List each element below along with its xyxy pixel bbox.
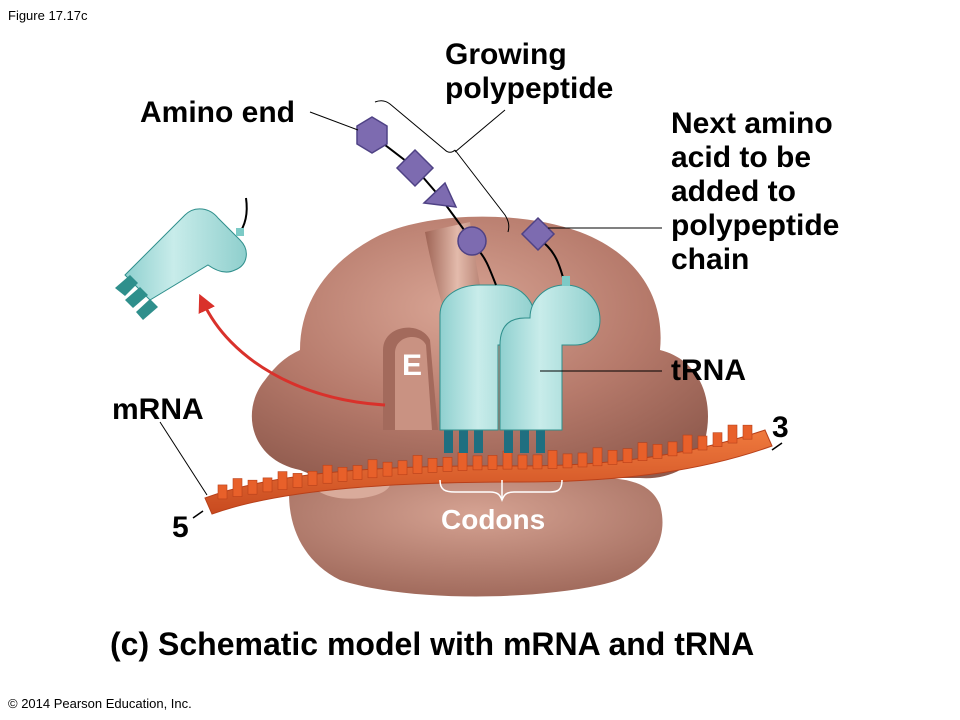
mrna-base	[682, 434, 693, 454]
mrna-base	[247, 479, 258, 495]
trna-a-site	[499, 239, 601, 453]
mrna-base	[457, 452, 468, 471]
mrna-base	[382, 461, 393, 477]
copyright-notice: © 2014 Pearson Education, Inc.	[8, 696, 192, 711]
trna-a-acceptor	[562, 276, 570, 286]
label-next-amino-acid: Next amino acid to be added to polypepti…	[671, 107, 840, 276]
mrna-base	[652, 444, 663, 459]
mrna-base	[412, 455, 423, 474]
leader-growing-polypeptide	[454, 109, 506, 153]
mrna-base	[487, 455, 498, 470]
mrna-base	[532, 454, 543, 470]
peptide-backbone	[371, 134, 471, 239]
departing-anticodon-1	[115, 275, 138, 296]
leader-mrna	[159, 421, 208, 496]
label-e-site: E	[402, 349, 423, 382]
mrna-base	[637, 442, 648, 461]
label-three-prime: 3	[772, 411, 789, 444]
mrna-base	[232, 478, 243, 497]
mrna-base	[322, 464, 333, 484]
label-mrna: mRNA	[112, 393, 204, 426]
mrna-base	[502, 450, 513, 470]
departing-trna	[115, 197, 248, 320]
small-ribosomal-subunit	[289, 478, 663, 597]
label-amino-end: Amino end	[140, 96, 295, 129]
mrna-base	[307, 470, 318, 486]
mrna-base	[727, 424, 738, 444]
mrna-base	[442, 457, 453, 472]
departing-anticodon-2	[125, 287, 148, 308]
departing-trna-acceptor-tip	[236, 228, 244, 236]
figure-caption: (c) Schematic model with mRNA and tRNA	[110, 626, 755, 662]
departing-anticodon-3	[136, 299, 158, 320]
anticodon-a-2	[520, 425, 529, 453]
mrna-base	[697, 435, 708, 451]
mrna-base	[547, 450, 558, 469]
mrna-base	[562, 453, 573, 469]
exit-arrow	[198, 293, 386, 407]
mrna-strand	[204, 424, 773, 515]
mrna-base	[352, 465, 363, 480]
anticodon-p-1	[444, 425, 453, 453]
mrna-base	[607, 450, 618, 465]
label-codons: Codons	[441, 504, 546, 535]
mrna-base	[262, 477, 273, 493]
mrna-base	[667, 441, 678, 457]
mrna-base	[742, 424, 753, 440]
anticodon-a-3	[536, 425, 545, 453]
mrna-base	[427, 458, 438, 473]
label-five-prime: 5	[172, 511, 189, 544]
mrna-base	[577, 452, 588, 468]
mrna-base	[367, 459, 378, 479]
mrna-base	[217, 484, 228, 500]
next-amino-acid-diamond	[520, 216, 556, 252]
mrna-base	[712, 432, 723, 447]
mrna-base	[277, 471, 288, 490]
anticodon-p-2	[459, 425, 468, 453]
mrna-base	[622, 448, 633, 463]
anticodon-a-1	[504, 425, 513, 453]
mrna-base	[517, 454, 528, 470]
label-trna: tRNA	[671, 354, 746, 387]
mrna-base	[397, 460, 408, 476]
amino-acid-hexagon	[356, 116, 388, 154]
departing-trna-body	[124, 208, 247, 301]
amino-acid-circle	[457, 226, 487, 256]
mrna-base	[472, 455, 483, 471]
leader-amino-end	[309, 111, 359, 131]
polypeptide-chain	[356, 116, 556, 256]
mrna-base	[292, 473, 303, 488]
e-site-shadow	[395, 336, 432, 430]
figure-number: Figure 17.17c	[8, 8, 88, 23]
mrna-base	[592, 447, 603, 467]
amino-acid-triangle	[422, 181, 458, 208]
amino-acid-diamond	[395, 148, 435, 188]
mrna-base	[337, 466, 348, 482]
tick-five-prime	[192, 510, 204, 519]
tick-three-prime	[771, 442, 783, 451]
mrna-bases	[217, 424, 753, 500]
anticodon-p-3	[474, 425, 483, 453]
label-growing-polypeptide: Growing polypeptide	[445, 38, 614, 105]
polypeptide-bracket	[374, 100, 510, 233]
